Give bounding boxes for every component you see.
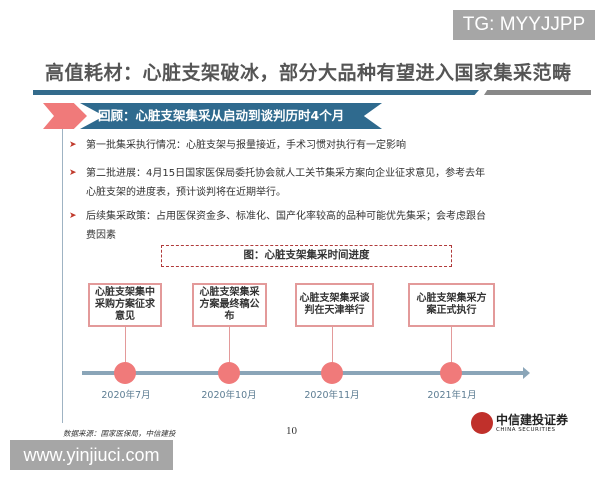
- source-note: 数据来源：国家医保局，中信建投: [63, 429, 176, 438]
- title-underline-blue: [33, 90, 479, 95]
- timeline-event-box: 心脏支架集采谈判在天津举行: [295, 283, 374, 327]
- watermark-top: TG: MYYJJPP: [453, 10, 595, 40]
- left-divider: [62, 129, 63, 423]
- watermark-bottom: www.yinjiuci.com: [10, 440, 173, 470]
- timeline-date: 2020年10月: [201, 390, 257, 401]
- figure-title: 图：心脏支架集采时间进度: [161, 245, 452, 267]
- timeline-dot: [114, 362, 136, 384]
- axis-arrow-icon: [523, 367, 530, 379]
- banner-arrow-icon: [43, 103, 87, 129]
- timeline-date: 2020年11月: [304, 390, 360, 401]
- timeline-dot: [218, 362, 240, 384]
- timeline-dot: [440, 362, 462, 384]
- timeline-event-box: 心脏支架集采方案最终稿公布: [192, 283, 267, 327]
- logo-cn: 中信建投证券: [496, 412, 569, 427]
- timeline-connector: [125, 327, 126, 371]
- arrow-bullet-icon: ➤: [69, 168, 77, 178]
- slide-title: 高值耗材：心脏支架破冰，部分大品种有望进入国家集采范畴: [45, 62, 572, 84]
- page-number: 10: [286, 425, 297, 437]
- timeline-connector: [229, 327, 230, 371]
- bullet-item: ➤后续集采政策：占用医保资金多、标准化、国产化率较高的品种可能优先集采；会考虑跟…: [69, 207, 490, 245]
- timeline-connector: [451, 327, 452, 371]
- citic-logo-icon: [471, 412, 493, 434]
- arrow-bullet-icon: ➤: [69, 140, 77, 150]
- company-logo: 中信建投证券 CHINA SECURITIES: [471, 412, 568, 434]
- timeline-dot: [321, 362, 343, 384]
- banner-ribbon: [80, 103, 382, 129]
- arrow-bullet-icon: ➤: [69, 211, 77, 221]
- timeline-date: 2020年7月: [101, 390, 151, 401]
- timeline-connector: [332, 327, 333, 371]
- timeline-axis: [82, 371, 525, 375]
- title-underline-gray: [484, 90, 591, 95]
- bullet-item: ➤第一批集采执行情况：心脏支架与报量接近，手术习惯对执行有一定影响: [69, 136, 490, 155]
- logo-en: CHINA SECURITIES: [496, 426, 556, 433]
- timeline-event-box: 心脏支架集采方案正式执行: [408, 283, 495, 327]
- timeline-event-box: 心脏支架集中采购方案征求意见: [88, 283, 162, 327]
- banner-text: 回顾：心脏支架集采从启动到谈判历时4个月: [98, 108, 345, 123]
- timeline-date: 2021年1月: [427, 390, 477, 401]
- bullet-item: ➤第二批进展：4月15日国家医保局委托协会就人工关节集采方案向企业征求意见，参考…: [69, 164, 490, 202]
